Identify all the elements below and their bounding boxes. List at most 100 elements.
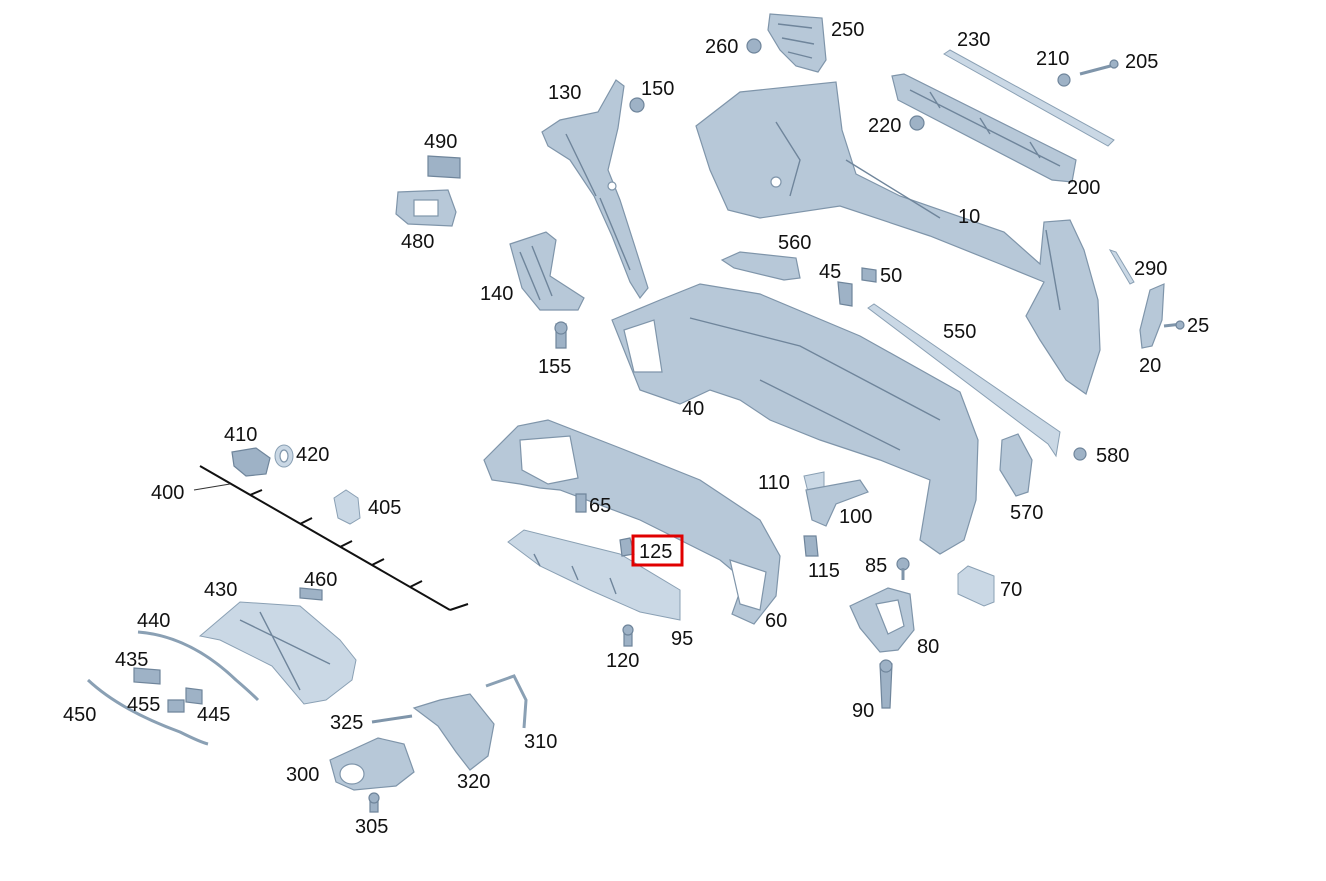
part-305-screw[interactable] (368, 792, 380, 813)
part-45-clip[interactable] (837, 281, 853, 307)
part-20-side-panel[interactable] (1139, 283, 1165, 349)
callout-200[interactable]: 200 (1067, 177, 1100, 199)
part-205-bolt[interactable] (1079, 59, 1119, 76)
part-325-bolt[interactable] (371, 714, 413, 724)
callout-455[interactable]: 455 (127, 694, 160, 716)
part-230-trim-strip[interactable] (943, 49, 1115, 147)
part-80-tailpipe-trim[interactable] (849, 587, 915, 653)
callout-205[interactable]: 205 (1125, 51, 1158, 73)
callout-80[interactable]: 80 (917, 636, 939, 658)
callout-410[interactable]: 410 (224, 424, 257, 446)
callout-260[interactable]: 260 (705, 36, 738, 58)
callout-25[interactable]: 25 (1187, 315, 1209, 337)
part-445-sensor[interactable] (185, 687, 203, 705)
callout-90[interactable]: 90 (852, 700, 874, 722)
callout-560[interactable]: 560 (778, 232, 811, 254)
callout-550[interactable]: 550 (943, 321, 976, 343)
callout-150[interactable]: 150 (641, 78, 674, 100)
part-25-bolt[interactable] (1163, 320, 1185, 330)
callout-450[interactable]: 450 (63, 704, 96, 726)
callout-290[interactable]: 290 (1134, 258, 1167, 280)
callout-20[interactable]: 20 (1139, 355, 1161, 377)
callout-250[interactable]: 250 (831, 19, 864, 41)
part-40-bumper-middle[interactable] (611, 283, 979, 555)
part-10-upper-bumper-cover[interactable] (695, 81, 1101, 395)
callout-70[interactable]: 70 (1000, 579, 1022, 601)
part-130-guide-bracket[interactable] (541, 79, 649, 300)
part-210-washer[interactable] (1057, 73, 1071, 87)
callout-40[interactable]: 40 (682, 398, 704, 420)
part-570-bracket[interactable] (999, 433, 1033, 497)
callout-305[interactable]: 305 (355, 816, 388, 838)
callout-85[interactable]: 85 (865, 555, 887, 577)
part-140-bracket[interactable] (509, 231, 585, 311)
callout-120[interactable]: 120 (606, 650, 639, 672)
callout-460[interactable]: 460 (304, 569, 337, 591)
callout-155[interactable]: 155 (538, 356, 571, 378)
callout-115[interactable]: 115 (808, 560, 840, 582)
part-100-bracket[interactable] (805, 479, 869, 527)
callout-490[interactable]: 490 (424, 131, 457, 153)
callout-570[interactable]: 570 (1010, 502, 1043, 524)
callout-440[interactable]: 440 (137, 610, 170, 632)
part-455-sensor[interactable] (167, 699, 185, 713)
part-150-nut[interactable] (629, 97, 645, 113)
callout-10[interactable]: 10 (958, 206, 980, 228)
callout-445[interactable]: 445 (197, 704, 230, 726)
part-435-sensor[interactable] (133, 667, 161, 685)
part-300-tailpipe[interactable] (329, 737, 415, 791)
callout-60[interactable]: 60 (765, 610, 787, 632)
part-50-clip[interactable] (861, 267, 877, 283)
part-460-clip[interactable] (299, 587, 323, 601)
part-70-ring[interactable] (957, 565, 995, 607)
callout-50[interactable]: 50 (880, 265, 902, 287)
callout-435[interactable]: 435 (115, 649, 148, 671)
callout-220[interactable]: 220 (868, 115, 901, 137)
part-580-clip[interactable] (1073, 447, 1087, 461)
callout-45[interactable]: 45 (819, 261, 841, 283)
part-155-clip[interactable] (554, 321, 568, 349)
part-550-trim-strip[interactable] (867, 303, 1061, 458)
part-420-ring[interactable] (274, 444, 294, 468)
part-430-bracket[interactable] (198, 601, 357, 705)
part-320-heat-shield[interactable] (412, 693, 495, 771)
part-440-harness[interactable] (137, 630, 260, 702)
part-115-clip[interactable] (803, 535, 819, 557)
part-290-trim[interactable] (1108, 249, 1135, 285)
part-120-screw[interactable] (622, 624, 634, 647)
callout-405[interactable]: 405 (368, 497, 401, 519)
callout-140[interactable]: 140 (480, 283, 513, 305)
callout-110[interactable]: 110 (758, 472, 790, 494)
part-200-impact-beam[interactable] (891, 73, 1077, 183)
callout-300[interactable]: 300 (286, 764, 319, 786)
part-405-holder[interactable] (333, 489, 361, 525)
part-480-holder[interactable] (395, 189, 457, 227)
part-85-screw[interactable] (896, 557, 910, 580)
callout-325[interactable]: 325 (330, 712, 363, 734)
callout-65[interactable]: 65 (589, 495, 611, 517)
callout-210[interactable]: 210 (1036, 48, 1069, 70)
part-490-sensor[interactable] (427, 155, 461, 179)
part-95-undertray[interactable] (507, 529, 681, 621)
callout-400[interactable]: 400 (151, 482, 184, 504)
part-310-bracket[interactable] (485, 674, 528, 729)
callout-320[interactable]: 320 (457, 771, 490, 793)
part-220-clip[interactable] (909, 115, 925, 131)
callout-420[interactable]: 420 (296, 444, 329, 466)
part-60-lower-diffuser[interactable] (483, 419, 781, 625)
part-90-bolt[interactable] (879, 659, 893, 709)
part-560-reflector[interactable] (720, 251, 801, 281)
callout-125[interactable]: 125 (639, 541, 672, 563)
part-450-harness[interactable] (86, 678, 209, 746)
callout-580[interactable]: 580 (1096, 445, 1129, 467)
callout-95[interactable]: 95 (671, 628, 693, 650)
callout-230[interactable]: 230 (957, 29, 990, 51)
part-260-nut[interactable] (746, 38, 762, 54)
callout-480[interactable]: 480 (401, 231, 434, 253)
part-65-clip[interactable] (575, 493, 587, 513)
callout-100[interactable]: 100 (839, 506, 872, 528)
callout-430[interactable]: 430 (204, 579, 237, 601)
callout-310[interactable]: 310 (524, 731, 557, 753)
callout-130[interactable]: 130 (548, 82, 581, 104)
part-250-bracket[interactable] (767, 13, 827, 73)
